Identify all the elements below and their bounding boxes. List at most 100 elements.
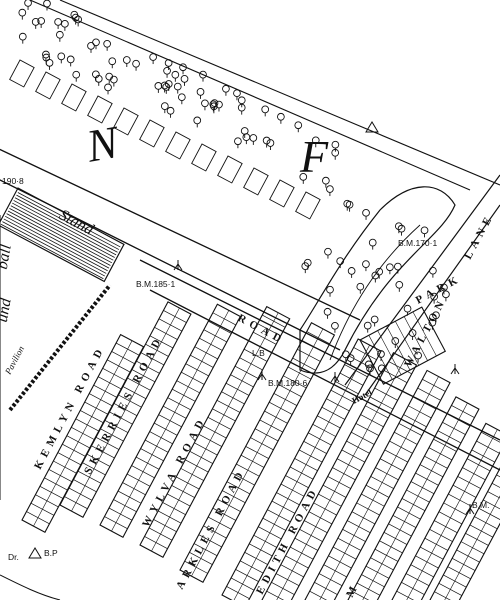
tree-symbol (397, 224, 406, 236)
plot-divider (487, 491, 500, 505)
tree-symbol (180, 75, 189, 86)
grandstand-hatch (5, 215, 108, 272)
tree-crown (391, 337, 400, 345)
arrow-head (173, 263, 183, 271)
back-line (111, 310, 230, 532)
tree-symbol (92, 38, 100, 50)
arrow-head (450, 367, 460, 375)
grandstand-hatch (12, 202, 115, 258)
tree-crown (164, 59, 173, 67)
back-line (71, 307, 180, 512)
tree-symbol (105, 72, 114, 84)
tree-symbol (43, 0, 51, 11)
tree-symbol (326, 285, 334, 297)
pavilion-line (8, 283, 112, 412)
road-edge (149, 289, 500, 471)
tree-symbol (363, 321, 372, 333)
grandstand-hatch (13, 200, 117, 256)
road-edge (344, 174, 500, 386)
grandstand-hatch (9, 208, 113, 264)
plot-divider (491, 482, 500, 496)
tree-symbol (234, 137, 242, 149)
tree-symbol (362, 260, 370, 272)
tree-crown (240, 127, 249, 135)
tree-crown (429, 266, 437, 275)
tree-crown (362, 208, 370, 217)
hotel-divider (395, 321, 420, 366)
tree-crown (420, 226, 429, 235)
hotel-divider (386, 325, 411, 371)
tree-symbol (356, 282, 365, 294)
tree-crown (364, 360, 373, 369)
hotel-divider (377, 330, 402, 375)
tree-crown (201, 99, 209, 108)
benchmark-180: B.M.180·6 (268, 378, 307, 388)
tree-crown (160, 102, 169, 110)
tree-crown (331, 140, 340, 149)
grandstand-hatch (7, 210, 111, 266)
villa-outline (113, 107, 139, 136)
tree-symbol (94, 74, 103, 86)
tree-crown (66, 55, 75, 64)
tree-symbol (364, 360, 373, 372)
grandstand-hatch (2, 221, 106, 277)
tree-crown (196, 88, 205, 96)
tree-crown (163, 66, 171, 75)
arrow-head (465, 507, 475, 515)
tree-symbol (414, 351, 422, 363)
benchmark-br: B.M. (472, 500, 489, 510)
tree-crown (261, 105, 270, 114)
tree-crown (160, 81, 169, 90)
tree-crown (345, 200, 354, 209)
tree-symbol (179, 63, 187, 75)
tree-symbol (324, 247, 332, 259)
tree-symbol (70, 10, 79, 22)
boundary-post-label: B.P (44, 548, 58, 558)
tree-symbol (347, 267, 356, 278)
tree-symbol (249, 134, 258, 145)
tree-crown (377, 364, 386, 373)
terrace-block (304, 369, 451, 600)
back-line (33, 340, 133, 527)
tree-crown (356, 282, 365, 291)
arrow-head (330, 375, 340, 383)
misc-linework (0, 59, 475, 600)
villa-outline (61, 83, 87, 112)
hotel-divider (412, 311, 437, 357)
terrace-block (99, 303, 242, 538)
tree-symbol (132, 59, 140, 71)
tree-crown (87, 42, 95, 50)
tree-symbol (277, 112, 285, 124)
tree-symbol (160, 81, 169, 93)
tree-crown (347, 267, 356, 275)
tree-symbol (210, 102, 218, 114)
back-line (403, 429, 498, 600)
grandstand-hatch (16, 194, 120, 250)
tree-symbol (331, 321, 339, 333)
tree-symbol (45, 58, 54, 70)
tree-symbol (61, 19, 69, 31)
grandstand-outline (0, 187, 125, 283)
tree-symbol (171, 70, 180, 82)
tree-crown (323, 307, 332, 316)
tree-crown (362, 260, 370, 268)
ground-label: und (0, 296, 15, 324)
tree-symbol (370, 315, 379, 327)
tree-symbol (391, 337, 400, 349)
letter-box-label: L.B (252, 348, 265, 358)
pavilion-label: Pavilion (2, 344, 26, 377)
tree-symbol (420, 226, 429, 238)
tree-crown (24, 0, 32, 7)
tree-symbol (331, 148, 340, 160)
tree-symbol (31, 18, 40, 29)
tree-symbol (37, 17, 46, 28)
back-line (441, 455, 500, 600)
map-letter-n: N (82, 116, 124, 172)
tree-symbol (72, 70, 81, 82)
tree-symbol (326, 185, 334, 197)
grandstand-hatch (0, 223, 104, 280)
tree-crown (132, 59, 140, 68)
tree-crown (45, 58, 54, 67)
park-boundary (299, 186, 456, 374)
tree-symbol (331, 140, 340, 152)
